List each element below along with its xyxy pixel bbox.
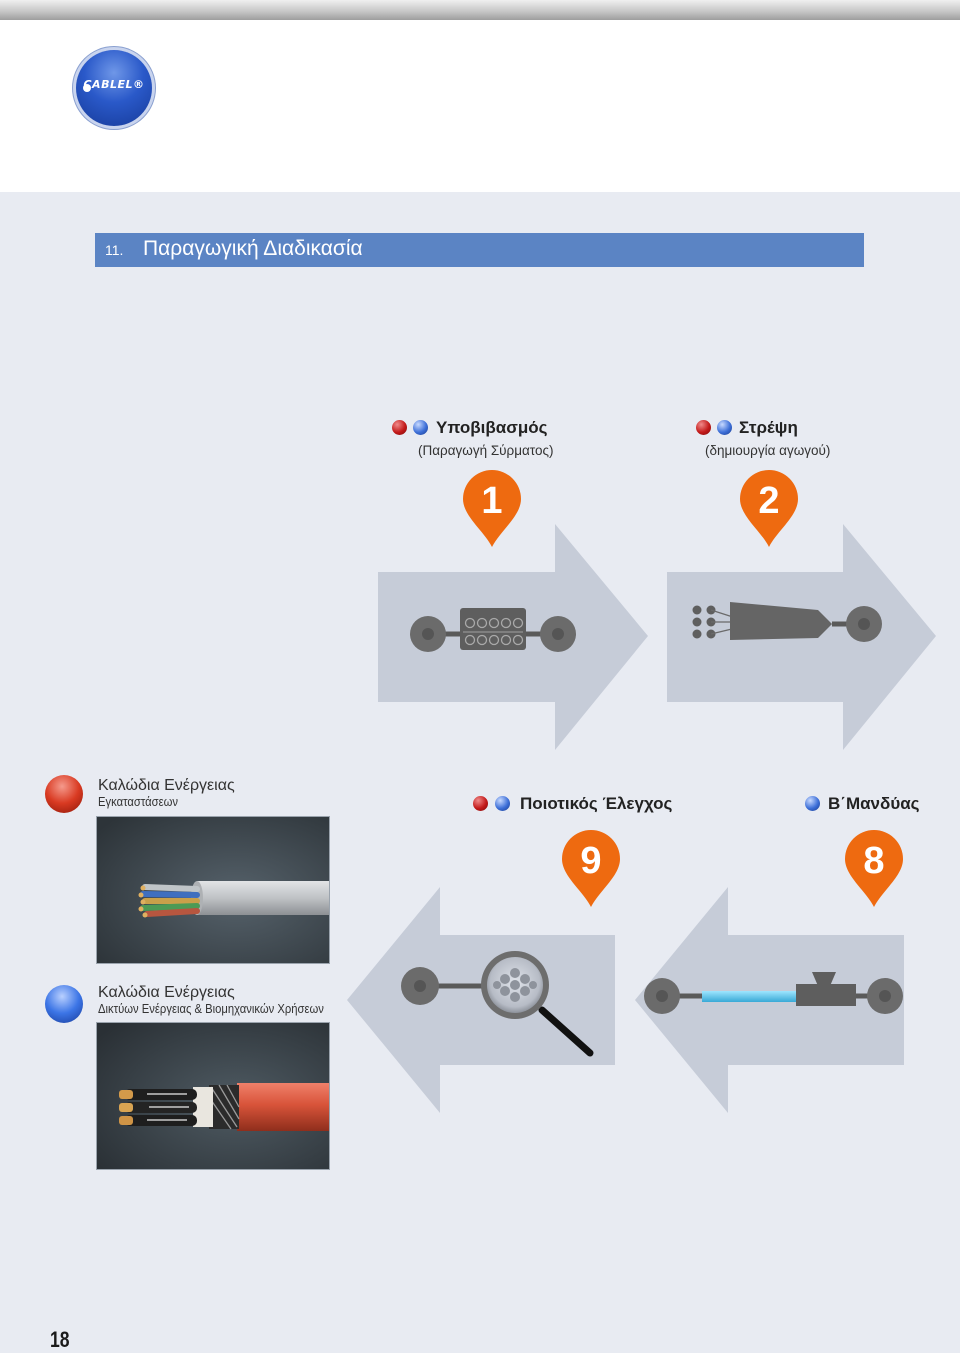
section-title: Παραγωγική Διαδικασία [143, 237, 363, 260]
quality-control-station [401, 951, 594, 1057]
dot-blue-icon [805, 796, 820, 811]
cable-photo [96, 1022, 330, 1170]
step-number-8: 8 [863, 840, 884, 882]
category-2-title: Καλώδια Ενέργειας [98, 984, 235, 1001]
category-blue-ball-icon [45, 985, 83, 1023]
step-number-2: 2 [758, 480, 779, 522]
category-red-ball-icon [45, 775, 83, 813]
step-pin-8: 8 [845, 830, 903, 907]
arrow-left-icon [347, 887, 615, 1113]
step-number-9: 9 [580, 840, 601, 882]
dot-blue-icon [717, 420, 732, 435]
step-8-title: Β΄Μανδύας [828, 794, 920, 813]
dot-red-icon [473, 796, 488, 811]
step-pin-1: 1 [463, 470, 521, 547]
step-2-subtitle: (δημιουργία αγωγού) [705, 443, 831, 458]
logo-text: CABLEL® [83, 78, 145, 91]
dot-red-icon [392, 420, 407, 435]
step-pin-9: 9 [562, 830, 620, 907]
wire-drawing-machine [410, 608, 576, 652]
location-pin-icon [562, 830, 620, 907]
location-pin-icon [463, 470, 521, 547]
cable-photo [96, 816, 330, 964]
stranding-machine [692, 602, 882, 642]
top-gradient-bar [0, 0, 960, 20]
step-number-1: 1 [481, 480, 502, 522]
dot-blue-icon [495, 796, 510, 811]
category-1-title: Καλώδια Ενέργειας [98, 777, 235, 794]
location-pin-icon [740, 470, 798, 547]
cablel-logo: CABLEL® [76, 50, 152, 126]
page-number: 18 [50, 1327, 70, 1352]
step-pin-2: 2 [740, 470, 798, 547]
dot-red-icon [696, 420, 711, 435]
section-number: 11. [105, 242, 124, 258]
section-header-bar: 11. Παραγωγική Διαδικασία [95, 233, 864, 267]
category-1-subtitle: Εγκαταστάσεων [98, 795, 179, 809]
logo-dot-icon [83, 84, 91, 92]
sheathing-extruder [644, 972, 903, 1014]
step-9-title: Ποιοτικός Έλεγχος [520, 794, 673, 813]
step-1-subtitle: (Παραγωγή Σύρματος) [418, 443, 554, 458]
location-pin-icon [845, 830, 903, 907]
category-2-subtitle: Δικτύων Ενέργειας & Βιομηχανικών Χρήσεων [98, 1002, 324, 1016]
cable-photo-power-networks [97, 1023, 329, 1169]
step-1-title: Υποβιβασμός [436, 418, 548, 437]
dot-blue-icon [413, 420, 428, 435]
step-2-title: Στρέψη [739, 418, 798, 437]
cable-photo-installations [97, 817, 329, 963]
